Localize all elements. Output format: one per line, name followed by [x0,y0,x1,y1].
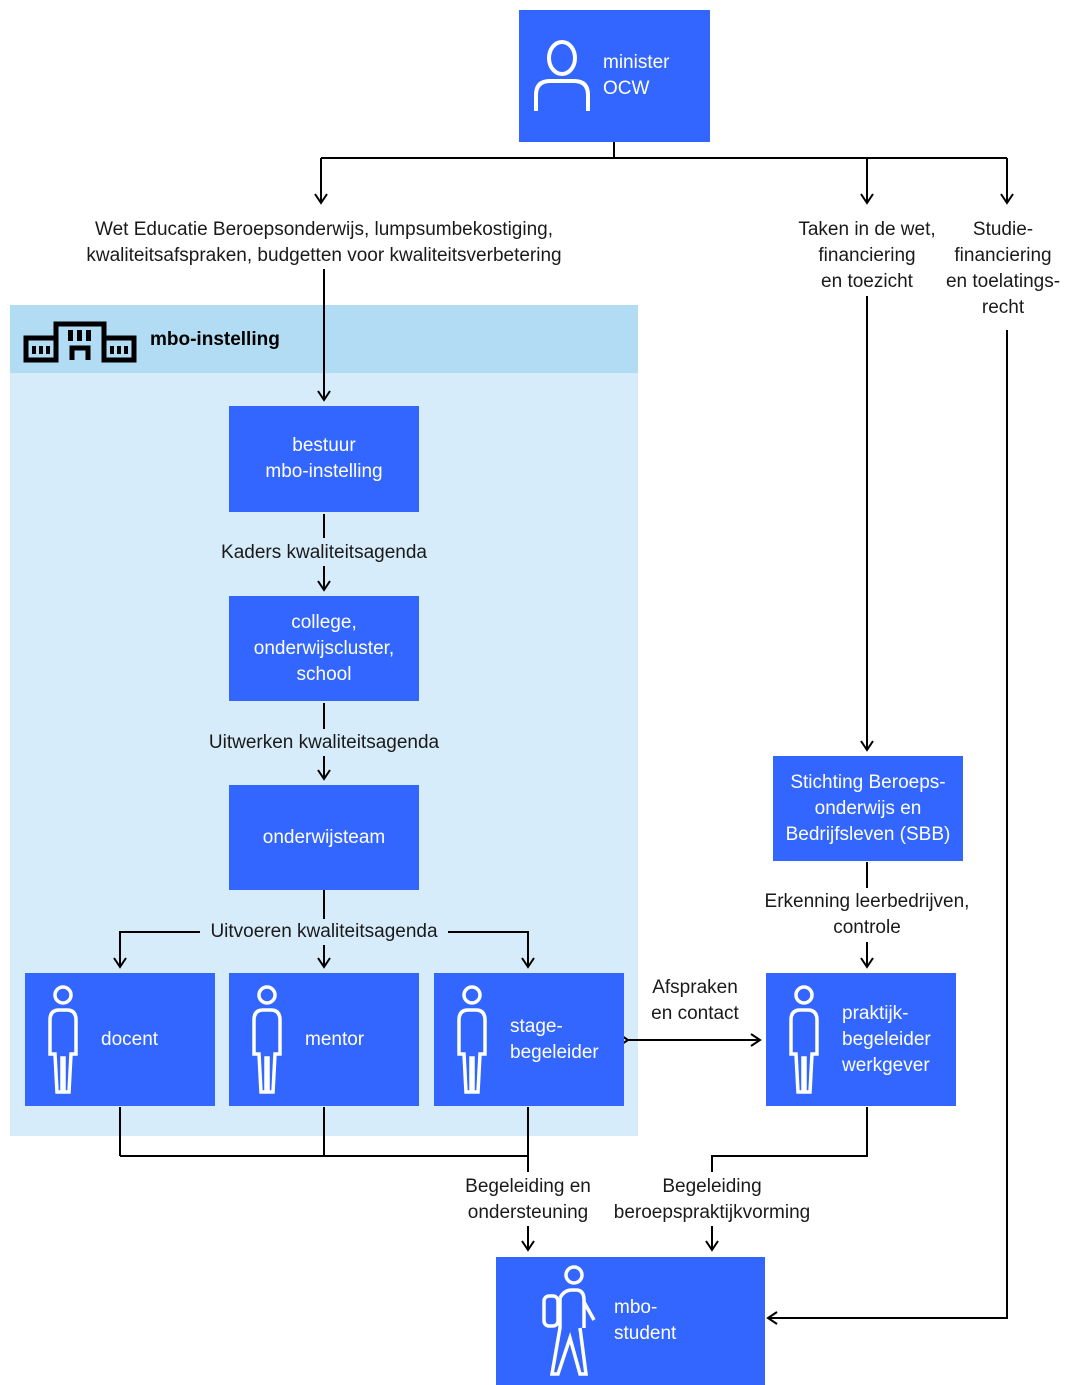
label-taken-wet: Taken in de wet, financiering en toezich… [782,217,952,295]
student-label: mbo- student [614,1297,677,1344]
label-uitvoeren: Uitvoeren kwaliteitsagenda [200,919,448,945]
label-erkenning: Erkenning leerbedrijven, controle [752,889,982,941]
mentor-box: mentor [229,973,419,1106]
label-kaders: Kaders kwaliteitsagenda [221,542,427,563]
label-afspraken: Afspraken en contact [640,975,750,1027]
label-studiefinanciering: Studie- financiering en toelatings- rech… [940,217,1066,321]
building-icon [22,314,138,366]
praktijkbegeleider-box: praktijk- begeleider werkgever [766,973,956,1106]
mbo-student-box: mbo- student [496,1257,765,1385]
region-title: mbo-instelling [150,329,280,350]
onderwijsteam-box: onderwijsteam [229,785,419,890]
standing-person-icon [786,984,822,1096]
label-wet-educatie: Wet Educatie Beroepsonderwijs, lumpsumbe… [68,217,580,269]
standing-person-icon [45,984,81,1096]
standing-person-icon [454,984,490,1096]
docent-box: docent [25,973,215,1106]
docent-label: docent [101,1028,159,1050]
standing-person-icon [249,984,285,1096]
label-begeleiding-ondersteuning: Begeleiding en ondersteuning [455,1174,601,1226]
person-icon [533,39,591,113]
sbb-box: Stichting Beroeps- onderwijs en Bedrijfs… [773,756,963,861]
minister-label: minister OCW [603,52,670,99]
label-uitwerken: Uitwerken kwaliteitsagenda [208,732,440,753]
college-box: college, onderwijscluster, school [229,596,419,701]
walking-student-icon [540,1262,602,1380]
mentor-label: mentor [305,1028,365,1050]
praktijkbegeleider-label: praktijk- begeleider werkgever [842,1002,931,1076]
stagebegeleider-label: stage- begeleider [510,1015,599,1063]
label-begeleiding-praktijk: Begeleiding beroepspraktijkvorming [600,1174,824,1226]
stagebegeleider-box: stage- begeleider [434,973,624,1106]
bestuur-box: bestuur mbo-instelling [229,406,419,512]
minister-ocw-box: minister OCW [519,10,710,142]
